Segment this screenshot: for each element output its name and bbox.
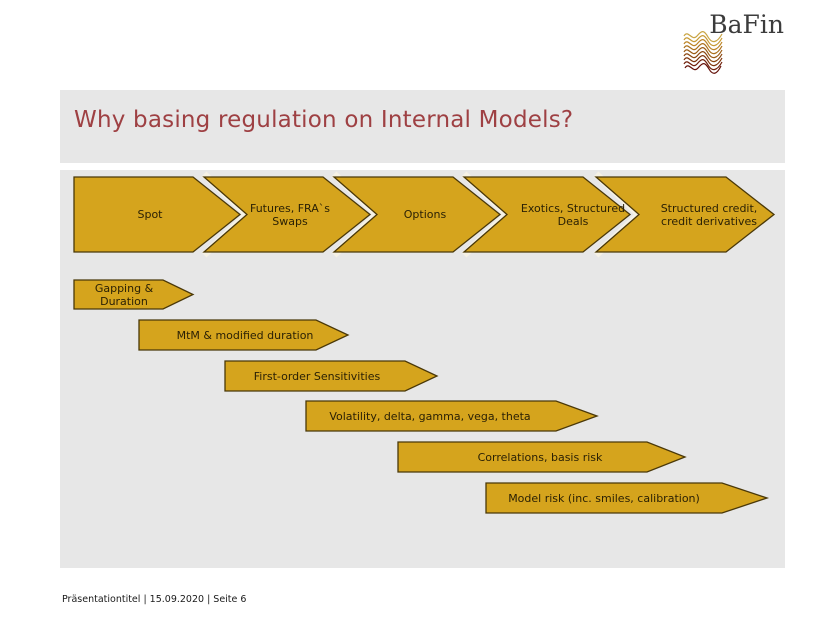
bafin-logo: BaFin: [658, 8, 790, 80]
bafin-wave-icon: [683, 31, 723, 74]
arrow-mtm-shape: [138, 319, 350, 351]
arrow-shapes: [73, 171, 776, 514]
bafin-logo-text: BaFin: [709, 10, 784, 39]
chevron-exotics-shape: [462, 176, 632, 253]
chevron-structured-credit-shape: [594, 176, 776, 253]
chevron-options-shape: [332, 176, 502, 253]
arrow-volatility-shape: [305, 400, 599, 432]
title-band: Why basing regulation on Internal Models…: [60, 90, 785, 163]
slide-title: Why basing regulation on Internal Models…: [74, 107, 574, 133]
slide-footer: Präsentationtitel | 15.09.2020 | Seite 6: [62, 594, 247, 605]
chevron-futures-shape: [202, 176, 372, 253]
arrow-first-order-shape: [224, 360, 439, 392]
arrow-correlations-shape: [397, 441, 687, 473]
diagram-panel: Spot Futures, FRA`s Swaps Options Exotic…: [60, 170, 785, 568]
chevron-spot-shape: [73, 176, 242, 253]
arrow-gapping-shape: [73, 279, 195, 310]
arrow-model-risk-shape: [485, 482, 770, 514]
